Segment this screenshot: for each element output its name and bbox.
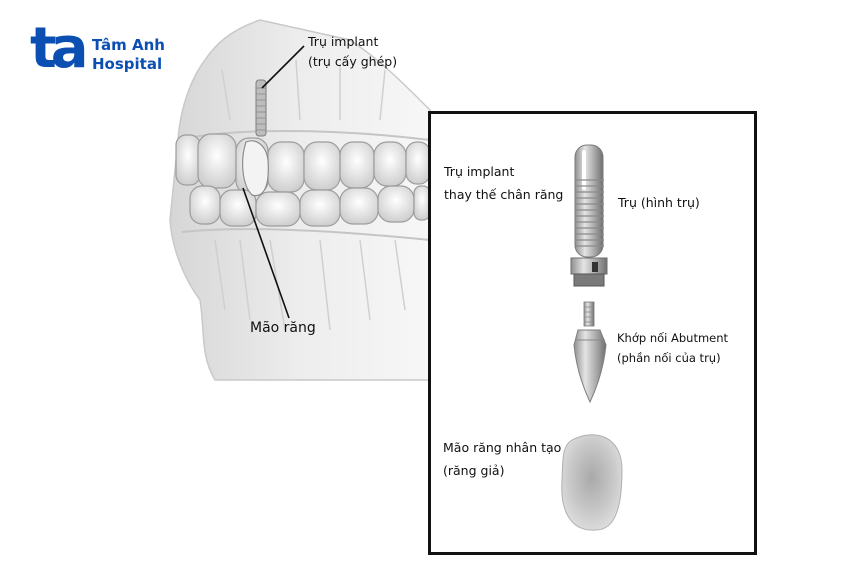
artificial-crown-label: Mão răng nhân tạo (răng giả) [443,440,562,478]
implant-leader-line [261,45,305,89]
abutment-label: Khớp nối Abutment (phần nối của trụ) [617,331,729,365]
implant-description: Trụ implant thay thế chân răng [444,164,564,202]
logo-line2: Hospital [92,55,163,73]
logo-text: Tâm Anh Hospital [92,36,165,74]
crown-label: Mão răng [250,320,316,336]
crown-leader-line [242,187,290,319]
implant-label: Trụ implant (trụ cấy ghép) [308,34,398,69]
implant-fixture [570,144,608,287]
jaw-implant-screw [255,79,267,137]
logo-mark: ta [30,16,89,81]
logo-line1: Tâm Anh [92,36,165,54]
cylinder-label: Trụ (hình trụ) [618,195,700,210]
artificial-crown [561,434,623,531]
abutment [573,301,607,404]
